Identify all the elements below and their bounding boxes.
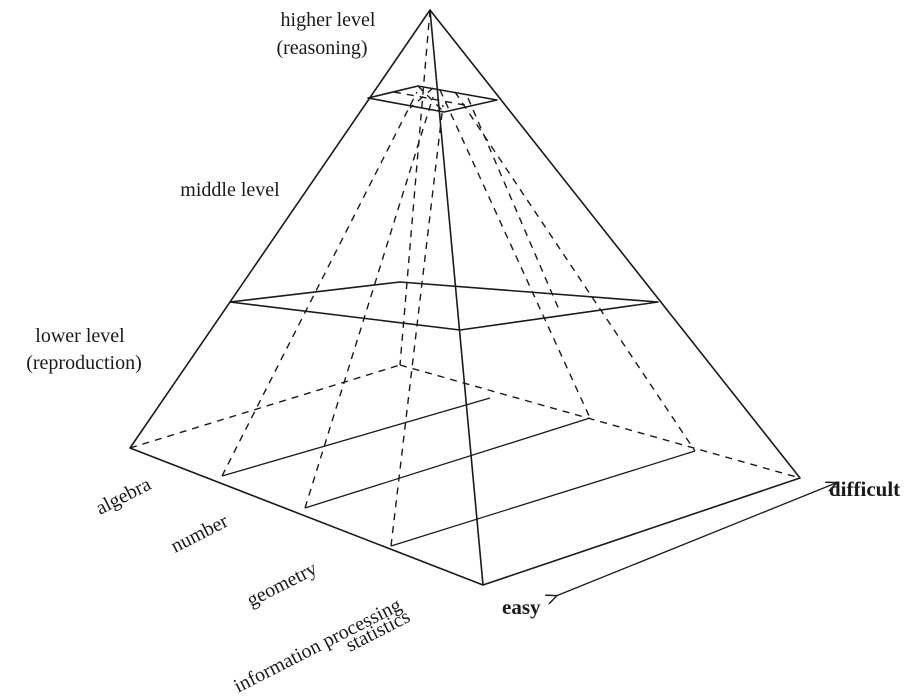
- difficult-label: difficult: [829, 477, 900, 501]
- difficulty-divider-1: [439, 89, 591, 419]
- hidden-back-edge: [399, 9, 431, 366]
- domain-divider-number-geometry: [304, 96, 434, 509]
- difficulty-divider-3: [467, 97, 561, 313]
- base-row-line-1: [221, 397, 491, 477]
- middle-level-slice: [229, 281, 659, 331]
- domain-divider-algebra-number: [221, 91, 418, 477]
- number-label: number: [167, 510, 232, 557]
- geometry-label: geometry: [243, 558, 320, 612]
- difficulty-arrow: [556, 483, 836, 596]
- base-row-line-2: [304, 417, 591, 509]
- easy-label: easy: [502, 595, 541, 619]
- higher-level-label: higher level: [281, 9, 376, 31]
- hidden-base-edge-left: [129, 364, 401, 449]
- middle-level-label: middle level: [180, 179, 280, 201]
- higher-level-slice: [367, 85, 498, 113]
- lower-level-label: lower level: [35, 325, 125, 347]
- base-row-line-3: [390, 450, 696, 547]
- pyramid-outline: [129, 9, 801, 586]
- higher-level-sublabel: (reasoning): [276, 37, 367, 59]
- pyramid-front-edge: [429, 9, 484, 586]
- lower-level-sublabel: (reproduction): [26, 352, 142, 374]
- algebra-label: algebra: [92, 473, 155, 519]
- hidden-base-edge-right: [399, 364, 801, 479]
- difficulty-divider-2: [454, 91, 696, 452]
